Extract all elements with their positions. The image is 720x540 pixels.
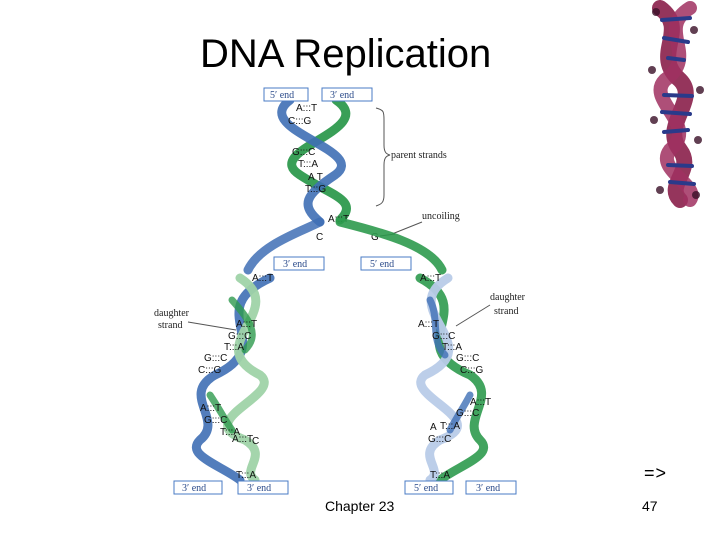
label-3-end-mid: 3′ end — [283, 259, 307, 270]
base-pair: A:::T — [420, 273, 441, 284]
base-pair: G:::C — [432, 331, 455, 342]
base-pair: T:::A — [224, 342, 244, 353]
bottom-right-end-labels: 5′ end 3′ end — [404, 480, 517, 495]
base-pair: A:::T — [236, 319, 257, 330]
base-pair: G:::C — [228, 331, 251, 342]
dna-model-image — [648, 0, 704, 208]
left-daughter-annotation: daughter strand — [154, 308, 237, 331]
base-pair: T:::A — [220, 427, 240, 438]
parent-strands-label: parent strands — [391, 150, 447, 161]
base-pair: T:::A — [236, 470, 256, 481]
label-3-end-bottom-left-2: 3′ end — [247, 483, 271, 494]
label-3-end-bottom-left: 3′ end — [182, 483, 206, 494]
label-5-end-mid: 5′ end — [370, 259, 394, 270]
daughter-label-left: daughter — [154, 308, 190, 319]
left-base-pairs: A:::T A:::T G:::C T:::A G:::C C:::G A:::… — [198, 273, 273, 481]
label-3-end-bottom-right: 3′ end — [476, 483, 500, 494]
base-pair: A — [430, 422, 437, 433]
top-end-labels: 5′ end 3′ end — [263, 87, 373, 102]
base-pair: T:::A — [440, 421, 460, 432]
base-pair: C:::G — [198, 365, 222, 376]
base-pair: T:::A — [298, 159, 318, 170]
base-pair: A:::T — [470, 397, 491, 408]
bottom-left-end-labels: 3′ end 3′ end — [173, 480, 289, 495]
strand-label-left: strand — [158, 320, 182, 331]
fork-strands — [243, 217, 447, 275]
base-pair: A:::T — [200, 403, 221, 414]
base-pair: A T — [308, 172, 323, 183]
base-pair: G:::C — [204, 353, 227, 364]
left-daughter-helix — [192, 273, 275, 485]
uncoiling-label: uncoiling — [422, 211, 460, 222]
base-pair: T:::A — [430, 470, 450, 481]
base-pair: C — [252, 436, 259, 447]
right-daughter-annotation: daughter strand — [455, 292, 526, 327]
base-pair: A:::T — [252, 273, 273, 284]
parent-helix — [277, 95, 351, 227]
parent-strands-bracket: parent strands — [375, 107, 447, 207]
daughter-label-right: daughter — [490, 292, 526, 303]
footer-page-number: 47 — [642, 498, 658, 514]
label-3-end-top: 3′ end — [330, 90, 354, 101]
base-pair: G:::C — [456, 408, 479, 419]
base-pair: T:::G — [305, 184, 326, 195]
label-5-end-top: 5′ end — [270, 90, 294, 101]
next-slide-arrow[interactable]: => — [644, 463, 668, 483]
right-daughter-helix — [415, 273, 488, 485]
base-pair: G:::C — [456, 353, 479, 364]
right-base-pairs: A:::T A:::T G:::C T:::A G:::C C:::G A:::… — [418, 273, 491, 481]
base-pair: A:::T — [296, 103, 317, 114]
base-pair: C:::G — [288, 116, 312, 127]
base-pair: A:::T — [418, 319, 439, 330]
slide-title: DNA Replication — [200, 32, 492, 76]
strand-label-right: strand — [494, 306, 518, 317]
base-pair: A:::T — [232, 434, 253, 445]
base-pair: G:::C — [292, 147, 315, 158]
label-5-end-bottom-right: 5′ end — [414, 483, 438, 494]
base-pair: G:::C — [428, 434, 451, 445]
base-pair: C — [316, 232, 323, 243]
footer-chapter: Chapter 23 — [325, 498, 395, 514]
base-pair: C:::G — [460, 365, 484, 376]
mid-end-labels: 3′ end 5′ end — [273, 256, 412, 271]
base-pair: G:::C — [204, 415, 227, 426]
top-base-pairs: A:::T C:::G G:::C T:::A A T T:::G — [288, 103, 326, 195]
base-pair: T:::A — [442, 342, 462, 353]
base-pair: G — [371, 232, 379, 243]
